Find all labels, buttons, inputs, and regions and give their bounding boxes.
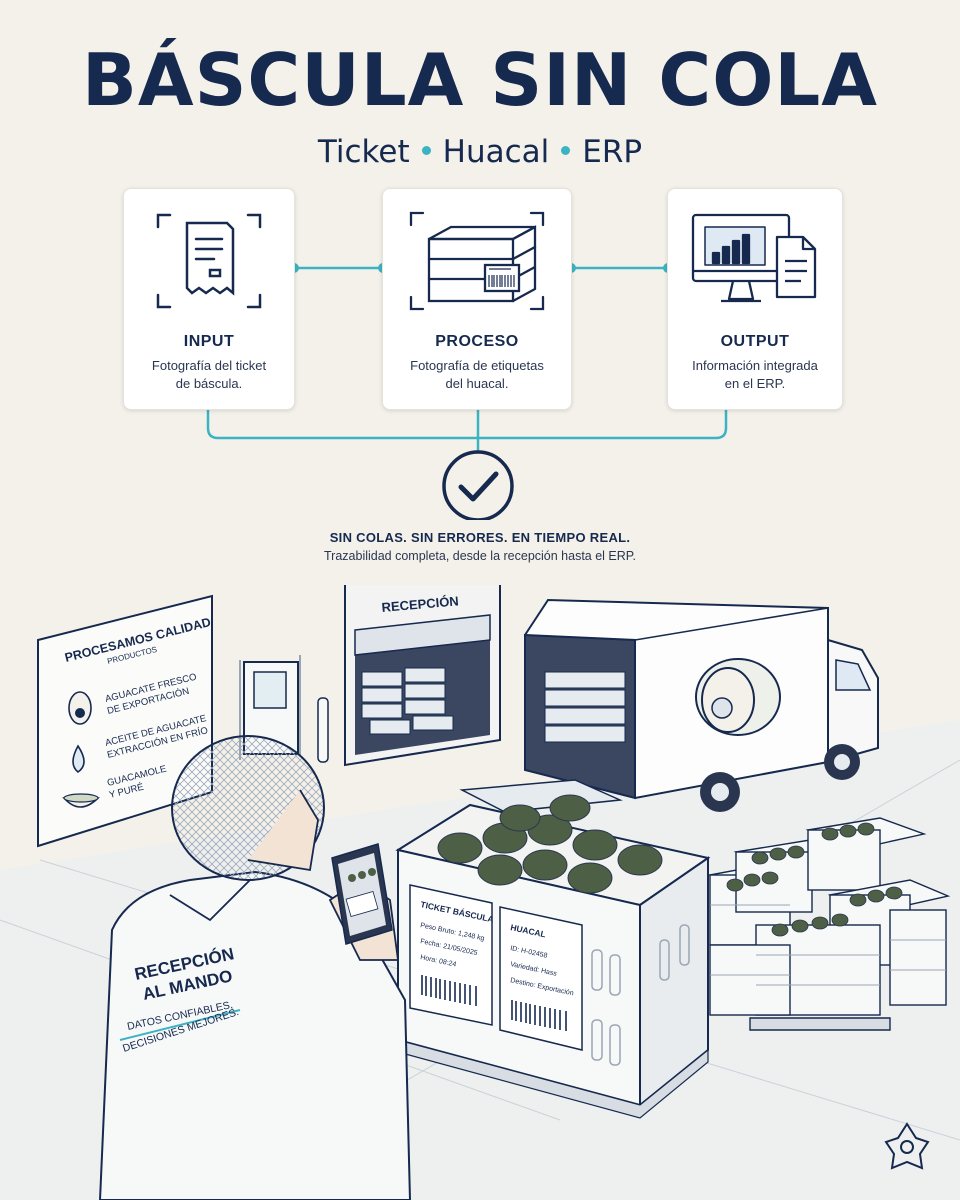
check-circle-icon <box>442 450 514 520</box>
bullet-dot <box>421 146 431 155</box>
crate-stacks <box>707 817 951 1031</box>
reception-door: RECEPCIÓN <box>239 585 501 767</box>
main-huacal: TICKET BÁSCULA Peso Bruto: 1,248 kg Fech… <box>395 794 711 1119</box>
brand-logo-icon <box>884 1122 930 1170</box>
subtitle-erp: ERP <box>582 134 643 170</box>
result-headline: SIN COLAS. SIN ERRORES. EN TIEMPO REAL. <box>329 530 631 545</box>
oil-drop-icon <box>72 744 85 773</box>
products-board: PROCESAMOS CALIDAD PRODUCTOS AGUACATE FR… <box>37 594 213 848</box>
step-title: OUTPUT <box>720 333 790 350</box>
reception-sign: RECEPCIÓN <box>381 593 459 615</box>
flow-connectors <box>206 263 728 520</box>
bullet-dot <box>561 146 571 155</box>
subtitle-huacal: Huacal <box>442 134 550 170</box>
crate-icon <box>409 211 545 311</box>
page-subtitle: Ticket Huacal ERP <box>0 134 960 170</box>
subtitle-ticket: Ticket <box>317 134 410 170</box>
step-title: INPUT <box>183 333 235 350</box>
step-title: PROCESO <box>435 333 519 350</box>
reception-illustration: RECEPCIÓN PROCESAMOS CALIDAD PRODUCTOS A… <box>0 585 960 1200</box>
smartphone <box>331 843 393 945</box>
receipt-icon <box>156 213 262 309</box>
worker: RECEPCIÓN AL MANDO DATOS CONFIABLES, DEC… <box>98 735 412 1200</box>
result-subtext: Trazabilidad completa, desde la recepció… <box>324 549 636 563</box>
delivery-truck <box>459 598 879 813</box>
page-title: BÁSCULA SIN COLA <box>81 38 879 122</box>
monitor-chart-icon <box>691 213 817 303</box>
